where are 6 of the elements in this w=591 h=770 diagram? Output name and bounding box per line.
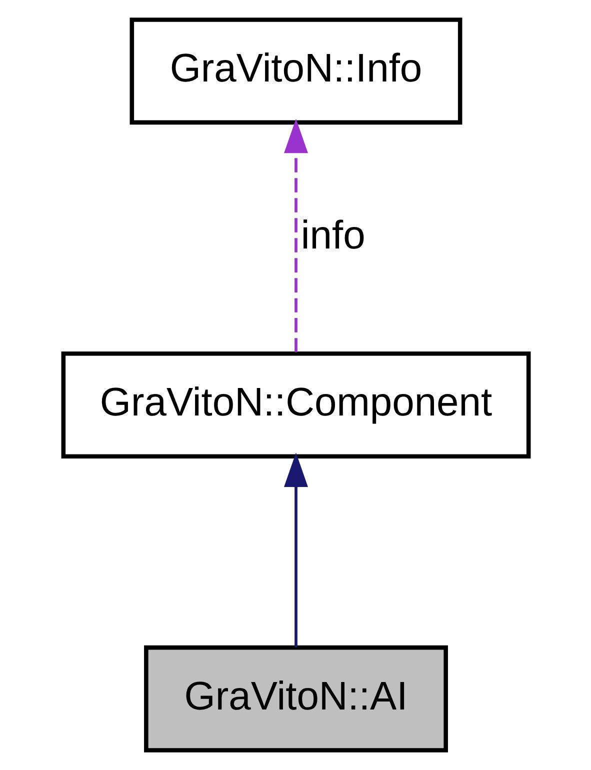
- arrow: [284, 452, 308, 648]
- node-box: GraVitoN::Info: [129, 18, 462, 125]
- arrow: [284, 118, 308, 352]
- node-box: GraVitoN::Component: [60, 351, 530, 458]
- node-box: GraVitoN::AI: [144, 645, 448, 752]
- edge-label: info: [300, 214, 365, 258]
